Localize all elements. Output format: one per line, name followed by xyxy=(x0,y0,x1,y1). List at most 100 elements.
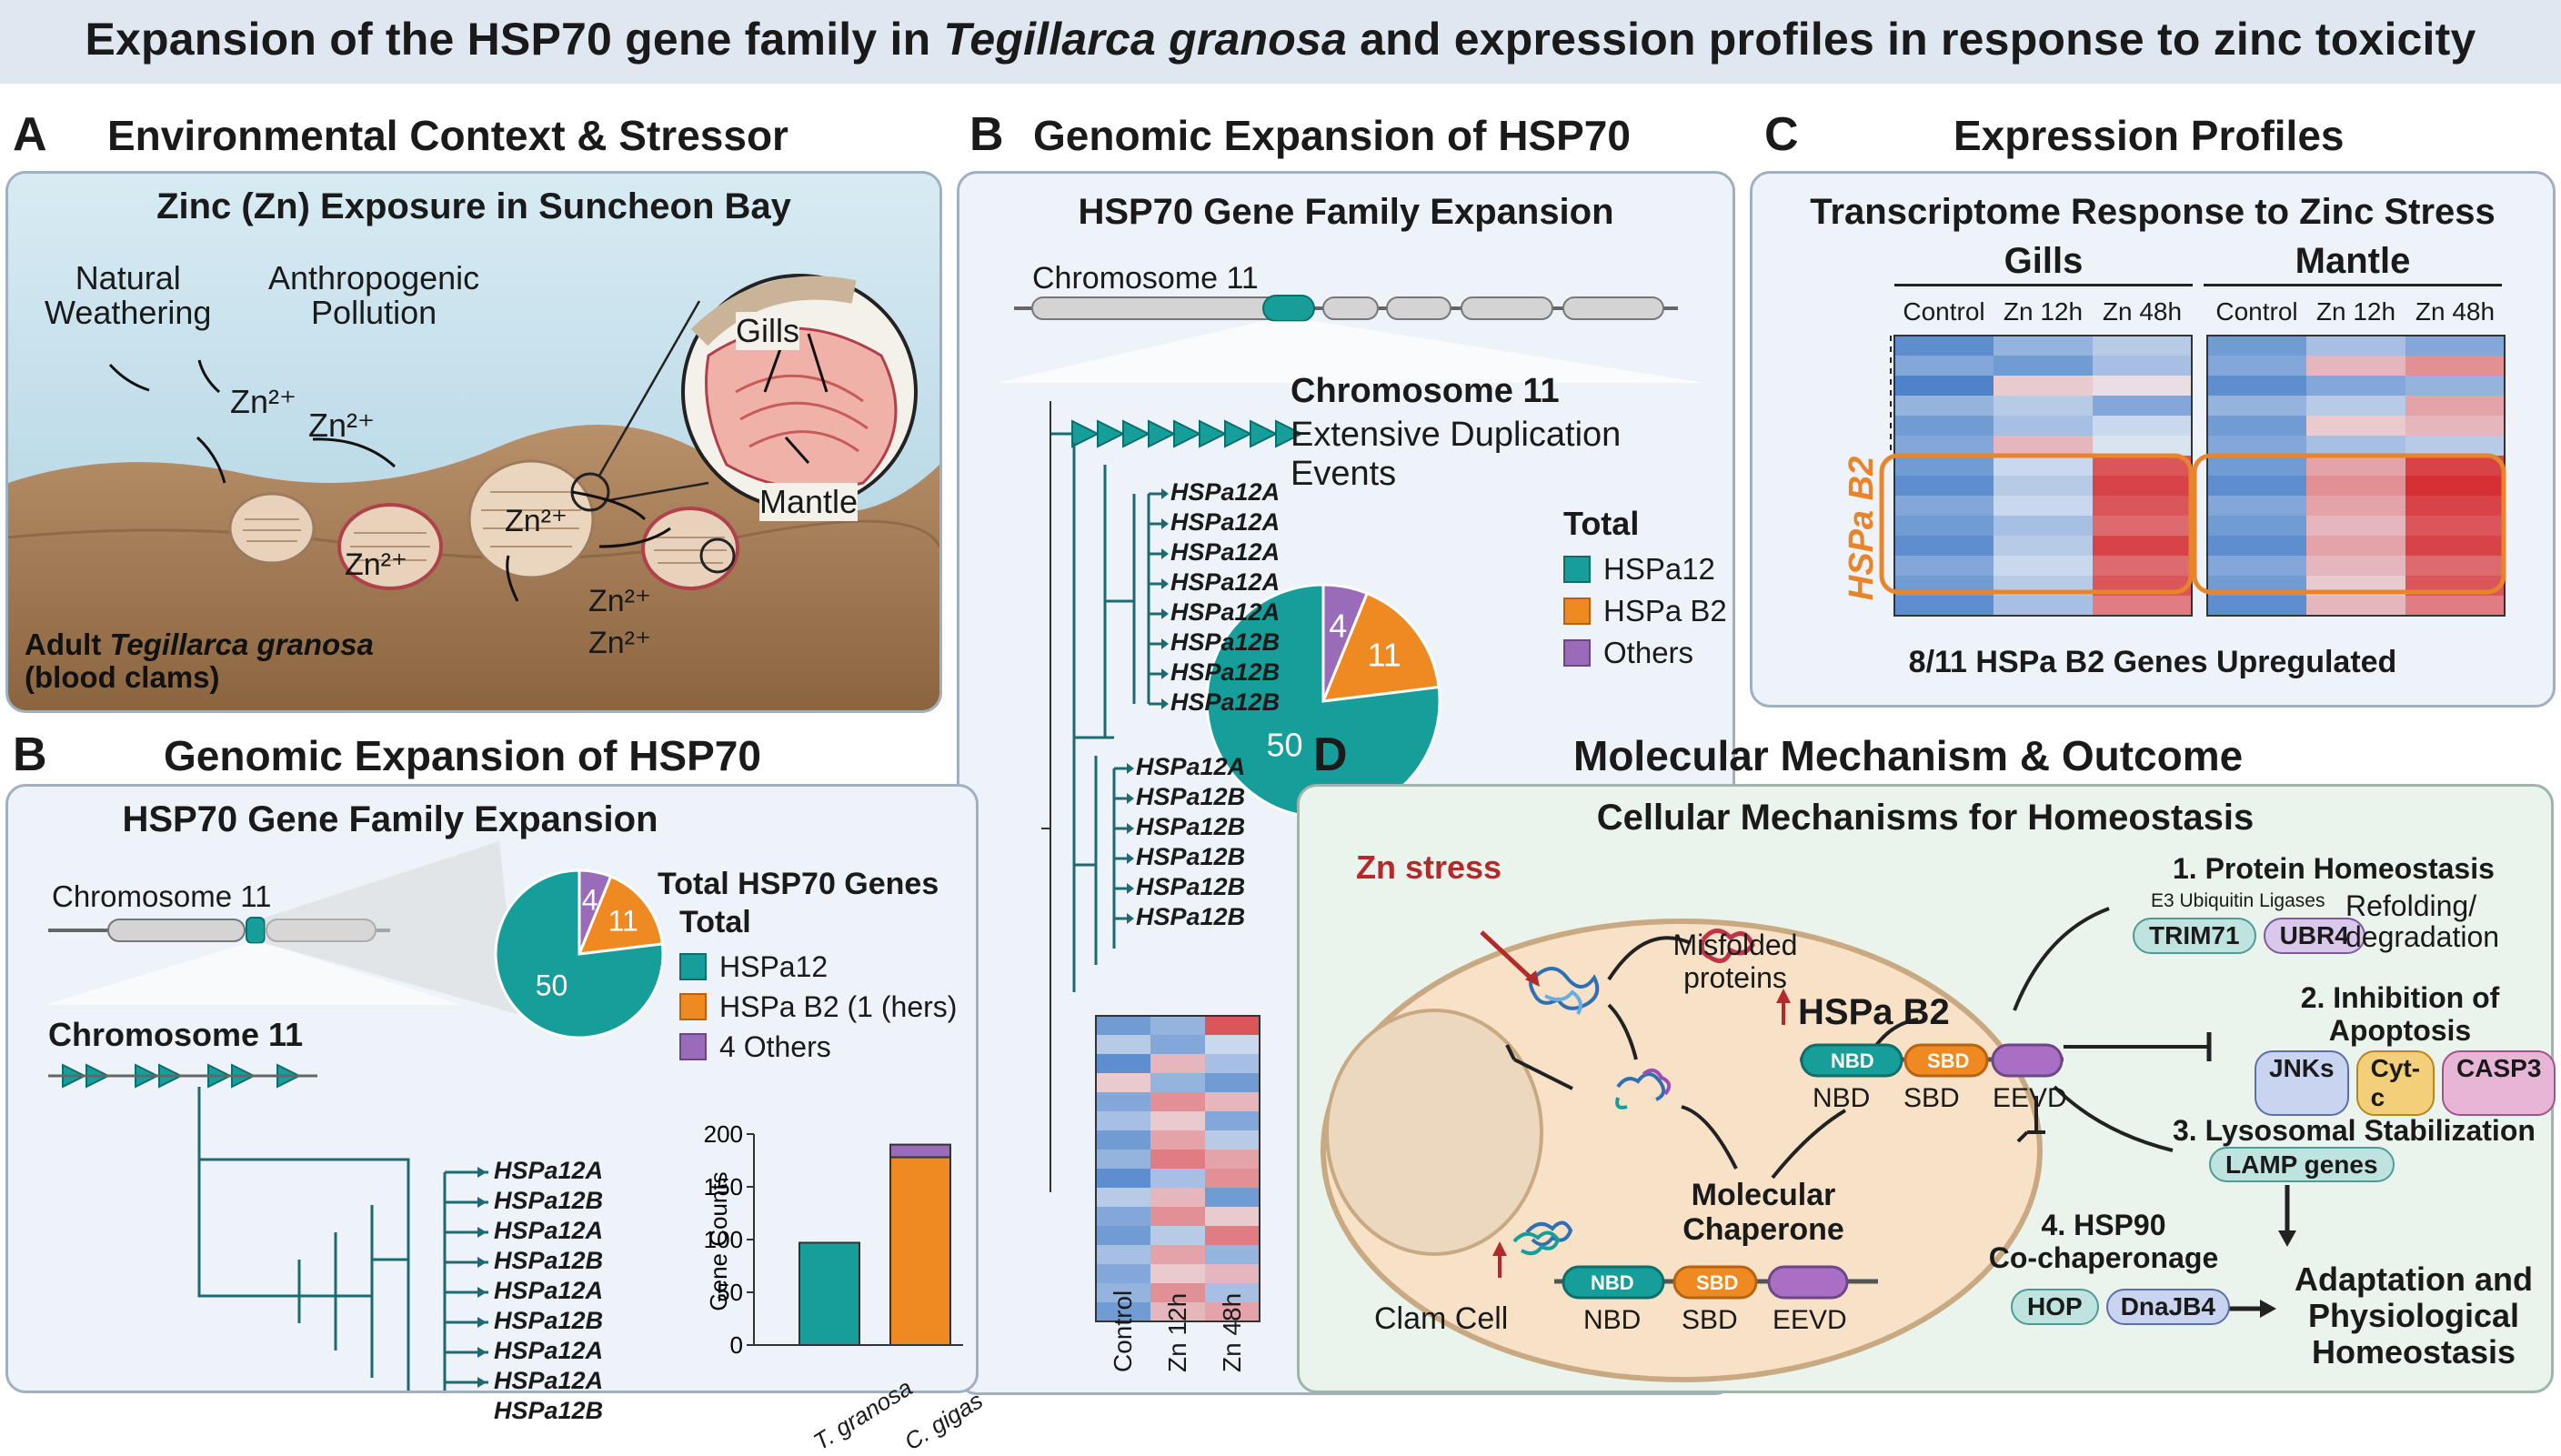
chrom-segment-5 xyxy=(1562,296,1664,320)
pie-value-others: 4 xyxy=(1329,608,1347,645)
heat-b1-cell-r12-c2 xyxy=(1205,1245,1260,1264)
outcome-2-title: 2. Inhibition of Apoptosis xyxy=(2264,981,2536,1047)
chaperone-nbd-domain xyxy=(1562,1265,1665,1300)
heat-gills-cell-r5-c2 xyxy=(2093,436,2192,456)
heat-gills-cell-r4-c2 xyxy=(2093,416,2192,436)
b2-chrom-bold-label: Chromosome 11 xyxy=(48,1016,304,1053)
pie-slice-hspa12 xyxy=(494,869,665,1039)
b2-branch-tip-5 xyxy=(477,1317,487,1328)
b2-branch-tip-7 xyxy=(477,1377,487,1388)
heat-gills-cell-r11-c0 xyxy=(1894,556,1994,576)
heat-gills-cell-r11-c1 xyxy=(1994,556,2093,576)
b1-gene-label-1: HSPa12A xyxy=(1170,508,1280,536)
zoom-inset xyxy=(681,274,918,510)
mantle-label: Mantle xyxy=(759,483,859,521)
heat-b1-cell-r13-c1 xyxy=(1150,1264,1205,1283)
outcome-2-line1: 2. Inhibition of xyxy=(2300,981,2500,1014)
outcome-1-note-line1: Refolding/ xyxy=(2345,889,2477,922)
hsp90-arrowhead xyxy=(2260,1300,2276,1318)
duplication-label: Extensive Duplication Events xyxy=(1291,416,1622,493)
tissue-mantle: Mantle xyxy=(2204,241,2502,286)
heat-b1-cell-r3-c2 xyxy=(1205,1073,1260,1092)
hspab2-sbd-domain xyxy=(1903,1043,1989,1078)
legend-b2-swatch-1 xyxy=(679,953,707,980)
heat-mantle-cell-r1-c2 xyxy=(2405,356,2505,376)
outcome-3-title: 3. Lysosomal Stabilization xyxy=(2173,1114,2536,1147)
clam-cell-label: Clam Cell xyxy=(1374,1301,1509,1336)
pie-b1-legend: HSPa12 HSPa B2 Others xyxy=(1563,548,1727,674)
chaperone-eevd-domain xyxy=(1767,1265,1849,1300)
heat-mantle-cell-r10-c1 xyxy=(2306,536,2405,556)
panel-d-graphics xyxy=(1321,907,2296,1382)
b1-gene-label-11: HSPa12B xyxy=(1136,843,1246,870)
b1-gene-label-4: HSPa12A xyxy=(1170,598,1280,626)
panel-c-box: Transcriptome Response to Zinc Stress Gi… xyxy=(1750,171,2556,708)
heat-gills-cell-r10-c0 xyxy=(1894,536,1994,556)
heat-mantle-cell-r0-c1 xyxy=(2306,336,2405,356)
heat-mantle-cell-r3-c1 xyxy=(2306,396,2405,416)
zoom-line-2 xyxy=(603,481,709,503)
chaperone-eevd-caption: EEVD xyxy=(1773,1305,1847,1335)
b1-branch-tip-10 xyxy=(1127,823,1134,834)
hspab2-side-label: HSPa B2 xyxy=(1843,457,1881,600)
heat-mantle-cell-r8-c0 xyxy=(2207,496,2306,516)
b1-branch-tip-11 xyxy=(1127,853,1134,864)
pie-value-hspa12: 50 xyxy=(536,969,568,1002)
heat-b1-cell-r11-c2 xyxy=(1205,1226,1260,1245)
heat-b1-cell-r13-c2 xyxy=(1205,1264,1260,1283)
zn-label-3: Zn²⁺ xyxy=(345,547,407,582)
b2-total-genes-title: Total HSP70 Genes xyxy=(658,867,939,901)
zn-label-4: Zn²⁺ xyxy=(505,504,567,538)
heat-gills-cell-r9-c2 xyxy=(2093,516,2192,536)
heatmap-b1 xyxy=(1095,1015,1260,1322)
chaperone-label: Molecular Chaperone xyxy=(1636,1178,1891,1247)
b1-gene-label-7: HSPa12B xyxy=(1170,688,1280,716)
c-col-mantle-0: Control xyxy=(2215,297,2298,326)
heat-mantle-cell-r3-c2 xyxy=(2405,396,2505,416)
heat-mantle-cell-r13-c2 xyxy=(2405,596,2505,616)
heat-gills-cell-r2-c1 xyxy=(1994,376,2093,396)
heat-mantle-cell-r2-c1 xyxy=(2306,376,2405,396)
heat-gills-cell-r7-c2 xyxy=(2093,476,2192,496)
b1-gene-label-10: HSPa12B xyxy=(1136,813,1246,840)
inhibit-bar-nucleus xyxy=(1505,1044,1516,1060)
heat-gills-cell-r5-c1 xyxy=(1994,436,2093,456)
b1-tree-stems xyxy=(1072,443,1150,992)
panel-c-letter: C xyxy=(1764,108,1799,161)
heat-b1-cell-r9-c2 xyxy=(1205,1188,1260,1207)
final-outcome-line1: Adaptation and xyxy=(2295,1260,2533,1298)
heat-mantle-cell-r9-c1 xyxy=(2306,516,2405,536)
b1-branch-tip-9 xyxy=(1127,793,1134,804)
pie-value-others: 4 xyxy=(582,884,598,917)
final-outcome: Adaptation and Physiological Homeostasis xyxy=(2282,1261,2546,1371)
heat-mantle-cell-r7-c0 xyxy=(2207,476,2306,496)
pie-slice-hspab2 xyxy=(577,874,664,956)
bar-stack-1 xyxy=(889,1143,951,1159)
panel-c-footer: 8/11 HSPa B2 Genes Upregulated xyxy=(1908,645,2397,679)
heat-b1-cell-r8-c1 xyxy=(1150,1169,1205,1188)
bar-ytick-label-4: 200 xyxy=(704,1120,743,1148)
b1-branch-tip-0 xyxy=(1161,488,1169,499)
hspab2-eevd-caption: EEVD xyxy=(1993,1083,2067,1113)
b2-gene-label-4: HSPa12A xyxy=(494,1277,604,1304)
cell-nucleus xyxy=(1325,1009,1543,1256)
b1-branch-tip-12 xyxy=(1127,883,1134,894)
heat-b1-cell-r13-c0 xyxy=(1096,1264,1150,1283)
protein-tangle-blue xyxy=(1529,967,1600,1015)
legend-b1-swatch-3 xyxy=(1563,639,1591,667)
legend-b1-swatch-2 xyxy=(1563,597,1591,625)
heat-b1-cell-r0-c0 xyxy=(1096,1016,1150,1035)
legend-b2-label-1: HSPa12 xyxy=(719,950,829,983)
b2-tree-links xyxy=(199,1158,410,1298)
title-pre: Expansion of the HSP70 gene family in xyxy=(85,14,944,65)
b1-gene-label-5: HSPa12B xyxy=(1170,628,1280,656)
chaperone-protein-icon xyxy=(1512,1230,1561,1256)
bar-ytick-label-0: 0 xyxy=(730,1331,743,1359)
heat-mantle-cell-r10-c2 xyxy=(2405,536,2505,556)
tissue-gills: Gills xyxy=(1894,241,2193,286)
panel-d-letter: D xyxy=(1313,728,1348,781)
b2-branch-tip-0 xyxy=(477,1167,487,1178)
heat-mantle-cell-r11-c1 xyxy=(2306,556,2405,576)
heat-b1-cell-r4-c1 xyxy=(1150,1092,1205,1111)
